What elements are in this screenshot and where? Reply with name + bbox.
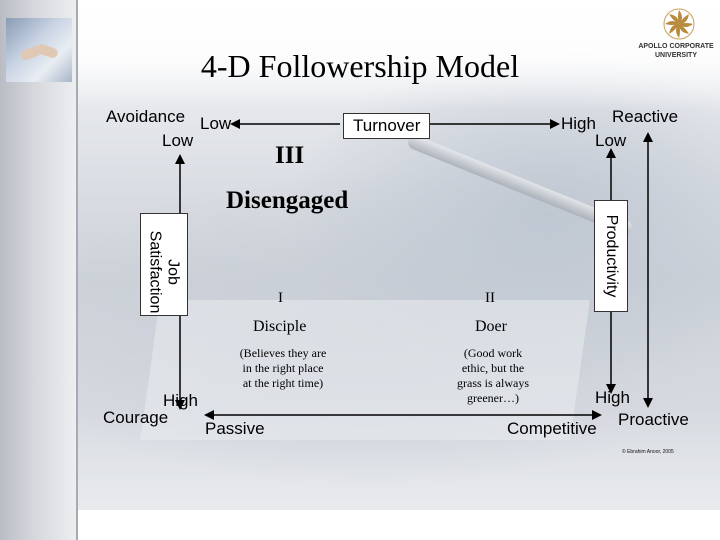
- q2-name: Doer: [475, 318, 507, 335]
- handshake-thumbnail: [6, 18, 72, 82]
- left-high-label: High: [163, 391, 198, 410]
- right-high-label: High: [595, 388, 630, 407]
- competitive-label: Competitive: [507, 419, 597, 438]
- logo-line2: UNIVERSITY: [654, 52, 697, 59]
- left-decor-strip: [0, 0, 78, 540]
- top-high-label: High: [561, 114, 596, 133]
- left-low-label: Low: [162, 131, 194, 150]
- q2-numeral: II: [485, 290, 495, 306]
- logo-line1: APOLLO CORPORATE: [638, 43, 714, 50]
- right-low-label: Low: [595, 131, 627, 150]
- q3-numeral: III: [275, 142, 305, 169]
- turnover-label: Turnover: [353, 116, 421, 135]
- q2-desc-line: (Good work: [463, 346, 523, 360]
- q1-desc-line: in the right place: [242, 361, 324, 375]
- q1-desc-line: at the right time): [242, 376, 324, 390]
- q2-desc-line: grass is always: [457, 376, 529, 390]
- apollo-logo-icon: [663, 8, 695, 40]
- logo-text: APOLLO CORPORATE UNIVERSITY: [632, 42, 720, 60]
- left-strip-edge: [76, 0, 78, 540]
- productivity-box: Productivity: [594, 200, 628, 312]
- q1-desc-line: (Believes they are: [239, 346, 327, 360]
- reactive-label: Reactive: [612, 107, 679, 126]
- proactive-label: Proactive: [618, 410, 689, 429]
- productivity-label: Productivity: [603, 214, 620, 298]
- avoidance-low-label: Low: [200, 114, 232, 133]
- q1-numeral: I: [278, 290, 283, 306]
- q1-description: (Believes they are in the right place at…: [218, 346, 348, 391]
- q1-name: Disciple: [253, 318, 307, 335]
- q2-description: (Good work ethic, but the grass is alway…: [438, 346, 548, 406]
- passive-label: Passive: [205, 419, 265, 438]
- avoidance-label: Avoidance: [106, 107, 186, 126]
- courage-label: Courage: [103, 408, 169, 427]
- slide-title: 4-D Followership Model: [200, 48, 520, 84]
- job-satisfaction-label: Job Satisfaction: [146, 230, 182, 314]
- q2-desc-line: ethic, but the: [461, 361, 525, 375]
- turnover-box: Turnover: [343, 113, 430, 139]
- q3-name: Disengaged: [226, 187, 349, 214]
- copyright-note: © Ebrahim Anoor, 2005: [622, 449, 674, 455]
- photo-top-fade: [78, 0, 720, 110]
- q2-desc-line: greener…): [467, 391, 519, 405]
- job-satisfaction-box: Job Satisfaction: [140, 213, 188, 316]
